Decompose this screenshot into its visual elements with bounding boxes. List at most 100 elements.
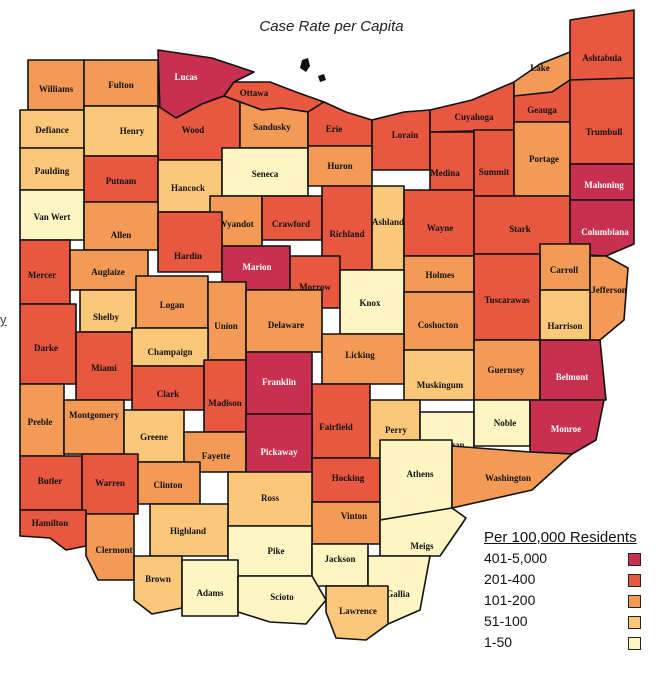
county-label-lawrence: Lawrence	[339, 606, 377, 616]
county-label-gallia: Gallia	[386, 589, 410, 599]
county-label-wayne: Wayne	[427, 223, 454, 233]
county-clark: Clark	[131, 365, 205, 411]
county-label-lake: Lake	[530, 63, 550, 73]
county-ashtabula: Ashtabula	[569, 9, 635, 81]
county-allen: Allen	[83, 201, 159, 251]
county-label-tuscarawas: Tuscarawas	[484, 295, 530, 305]
county-shape-meigs	[379, 507, 467, 557]
county-label-auglaize: Auglaize	[91, 267, 125, 277]
county-shape-jefferson	[589, 255, 629, 341]
county-shape-madison	[203, 359, 247, 433]
county-shape-fairfield	[311, 383, 371, 459]
county-label-ashtabula: Ashtabula	[582, 53, 622, 63]
county-cuyahoga: Cuyahoga	[429, 81, 515, 133]
county-label-fayette: Fayette	[202, 451, 230, 461]
county-muskingum: Muskingum	[403, 349, 475, 401]
county-erie: Erie	[307, 101, 373, 147]
county-label-richland: Richland	[329, 229, 364, 239]
county-logan: Logan	[135, 275, 209, 329]
county-label-preble: Preble	[28, 417, 53, 427]
county-label-hocking: Hocking	[332, 473, 365, 483]
county-label-hamilton: Hamilton	[32, 518, 69, 528]
county-shape-warren	[81, 453, 139, 515]
county-portage: Portage	[513, 121, 571, 197]
county-clinton: Clinton	[137, 461, 201, 505]
side-text-fragment: y	[0, 312, 7, 327]
county-label-wood: Wood	[182, 125, 205, 135]
county-label-athens: Athens	[406, 469, 434, 479]
county-label-portage: Portage	[529, 154, 559, 164]
county-label-warren: Warren	[95, 478, 125, 488]
county-label-henry: Henry	[120, 126, 145, 136]
county-scioto: Scioto	[237, 575, 327, 625]
county-label-lucas: Lucas	[174, 72, 198, 82]
legend-swatch	[628, 574, 641, 587]
county-label-sandusky: Sandusky	[253, 122, 291, 132]
county-label-morrow: Morrow	[299, 282, 331, 292]
county-putnam: Putnam	[83, 155, 159, 203]
county-label-carroll: Carroll	[550, 265, 579, 275]
county-franklin: Franklin	[245, 351, 313, 415]
county-label-noble: Noble	[494, 418, 517, 428]
county-shelby: Shelby	[79, 289, 137, 333]
county-label-licking: Licking	[345, 350, 375, 360]
county-van-wert: Van Wert	[19, 189, 85, 241]
county-shape-shelby	[79, 289, 137, 333]
county-henry: Henry	[83, 105, 159, 157]
county-label-medina: Medina	[430, 168, 460, 178]
county-licking: Licking	[321, 333, 405, 385]
legend-label: 101-200	[484, 592, 536, 608]
county-brown: Brown	[133, 555, 183, 615]
county-label-columbiana: Columbiana	[581, 227, 629, 237]
county-label-stark: Stark	[509, 224, 531, 234]
county-label-greene: Greene	[140, 432, 168, 442]
county-label-fairfield: Fairfield	[319, 422, 353, 432]
county-huron: Huron	[307, 145, 373, 187]
county-label-putnam: Putnam	[106, 176, 137, 186]
county-shape-ashland	[371, 185, 405, 271]
county-noble: Noble	[473, 399, 531, 447]
county-label-montgomery: Montgomery	[69, 410, 119, 420]
county-label-ashland: Ashland	[372, 217, 404, 227]
county-shape-jackson	[311, 543, 369, 587]
county-label-fulton: Fulton	[108, 80, 134, 90]
county-seneca: Seneca	[221, 147, 309, 197]
county-shape-medina	[429, 131, 475, 191]
lake-island	[318, 74, 326, 82]
county-shape-monroe	[529, 399, 605, 455]
legend-label: 51-100	[484, 613, 528, 629]
county-ashland: Ashland	[371, 185, 405, 271]
legend-label: 401-5,000	[484, 550, 548, 566]
legend-swatch	[628, 553, 641, 566]
county-label-knox: Knox	[359, 298, 381, 308]
county-clermont: Clermont	[85, 513, 135, 581]
county-shape-adams	[181, 559, 239, 617]
county-label-muskingum: Muskingum	[417, 380, 464, 390]
county-label-harrison: Harrison	[548, 321, 583, 331]
county-shape-summit	[473, 129, 515, 197]
county-holmes: Holmes	[403, 255, 475, 293]
county-label-shelby: Shelby	[93, 312, 120, 322]
legend-label: 1-50	[484, 634, 513, 650]
county-label-holmes: Holmes	[426, 270, 455, 280]
county-jefferson: Jefferson	[589, 255, 629, 341]
county-williams: Williams	[27, 59, 85, 111]
county-label-meigs: Meigs	[411, 541, 434, 551]
county-label-darke: Darke	[34, 343, 58, 353]
county-label-clark: Clark	[157, 389, 180, 399]
county-hamilton: Hamilton	[19, 509, 87, 551]
county-label-brown: Brown	[145, 574, 171, 584]
county-defiance: Defiance	[19, 109, 85, 149]
county-label-lorain: Lorain	[392, 130, 419, 140]
county-label-clinton: Clinton	[153, 480, 182, 490]
county-jackson: Jackson	[311, 543, 369, 587]
county-monroe: Monroe	[529, 399, 605, 455]
county-shape-allen	[83, 201, 159, 251]
county-label-jefferson: Jefferson	[591, 285, 627, 295]
legend-item: 201-400	[484, 570, 659, 591]
county-label-pickaway: Pickaway	[261, 447, 298, 457]
legend-swatch	[628, 616, 641, 629]
legend-title: Per 100,000 Residents	[484, 529, 637, 546]
county-union: Union	[207, 281, 247, 361]
county-shape-athens	[379, 439, 453, 521]
